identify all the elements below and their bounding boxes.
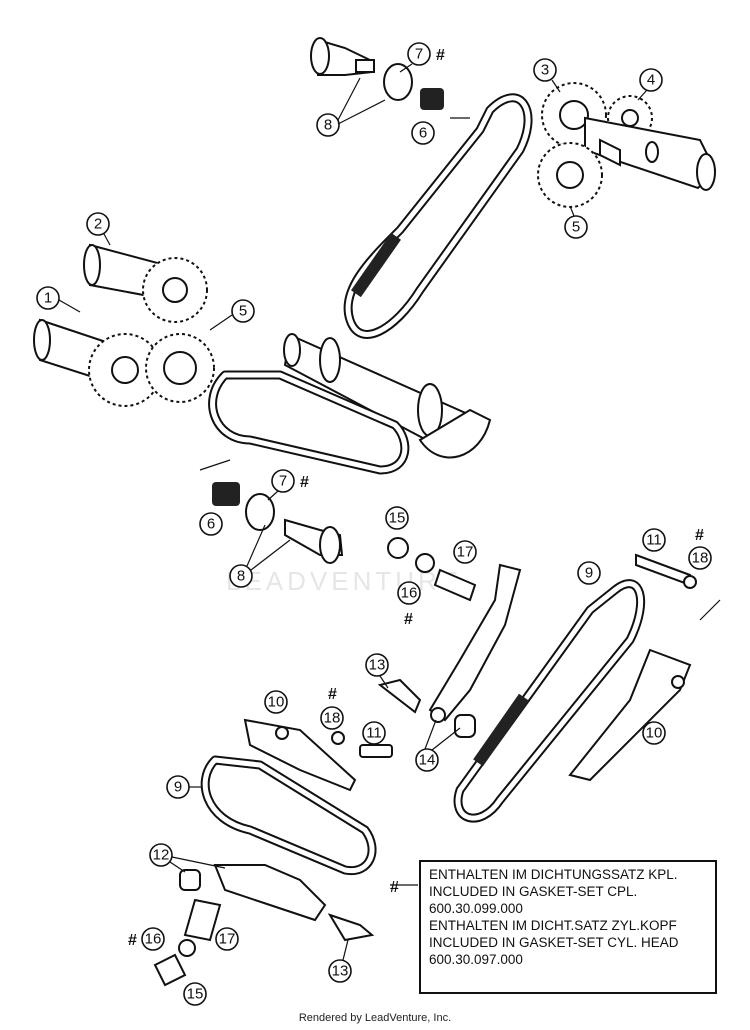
gasket-marker: # <box>436 47 445 64</box>
svg-text:2: 2 <box>94 216 102 233</box>
gasket-marker: # <box>390 879 399 896</box>
callout-17-lower: 17 <box>215 927 239 951</box>
callout-11-left: 11 <box>362 721 386 745</box>
middle-timing-chain <box>208 370 410 475</box>
gasket-marker: # <box>328 686 337 703</box>
svg-text:8: 8 <box>324 117 332 134</box>
legend-line: ENTHALTEN IM DICHTUNGSSATZ KPL. <box>429 867 678 882</box>
callout-6-lower: 6 <box>199 512 223 536</box>
svg-text:16: 16 <box>401 585 418 602</box>
svg-text:10: 10 <box>268 694 285 711</box>
svg-text:6: 6 <box>419 125 427 142</box>
callout-16-lower: 16 <box>141 927 165 951</box>
right-timing-chain <box>453 553 697 823</box>
callout-13-upper: 13 <box>365 653 389 677</box>
upper-timing-chain <box>343 93 533 339</box>
callout-8-upper: 8 <box>316 113 340 137</box>
svg-text:9: 9 <box>174 779 182 796</box>
callout-9-right: 9 <box>577 561 601 585</box>
svg-text:4: 4 <box>647 72 655 89</box>
svg-text:11: 11 <box>366 725 382 742</box>
callout-1: 1 <box>36 286 60 310</box>
callout-15-lower: 15 <box>183 982 207 1006</box>
svg-text:14: 14 <box>419 752 436 769</box>
gasket-marker: # <box>695 527 704 544</box>
callout-11-right: 11 <box>642 528 666 552</box>
upper-camshaft-assembly <box>537 82 717 208</box>
gasket-set-legend: ENTHALTEN IM DICHTUNGSSATZ KPL. INCLUDED… <box>419 860 717 994</box>
callout-5-upper: 5 <box>564 215 588 239</box>
callout-18-right: 18 <box>688 546 712 570</box>
tensioner-rail <box>377 563 522 738</box>
svg-text:7: 7 <box>279 473 287 490</box>
svg-text:9: 9 <box>585 565 593 582</box>
svg-text:12: 12 <box>153 847 170 864</box>
callout-17-upper: 17 <box>453 540 477 564</box>
svg-text:18: 18 <box>692 550 709 567</box>
callout-16-upper: 16 <box>397 581 421 605</box>
legend-line: INCLUDED IN GASKET-SET CPL. <box>429 884 638 899</box>
svg-text:5: 5 <box>239 303 247 320</box>
callout-7-lower: 7 <box>271 469 295 493</box>
callout-18-left: 18 <box>320 706 344 730</box>
svg-text:13: 13 <box>332 963 349 980</box>
lower-tensioner-rail <box>153 864 375 987</box>
svg-text:3: 3 <box>541 62 549 79</box>
callout-10-left: 10 <box>264 690 288 714</box>
callout-3: 3 <box>533 58 557 82</box>
lower-timing-chain <box>200 718 393 876</box>
svg-text:11: 11 <box>646 532 662 549</box>
callout-8-lower: 8 <box>229 564 253 588</box>
callout-7-upper: 7 <box>407 42 431 66</box>
svg-text:6: 6 <box>207 516 215 533</box>
gasket-marker: # <box>300 474 309 491</box>
crankshaft-assembly <box>283 333 492 459</box>
svg-text:18: 18 <box>324 710 341 727</box>
svg-text:1: 1 <box>44 290 52 307</box>
svg-text:7: 7 <box>415 46 423 63</box>
lower-bolt-assembly <box>212 482 344 564</box>
svg-text:16: 16 <box>145 931 162 948</box>
callout-13-lower: 13 <box>328 959 352 983</box>
middle-tensioner-parts <box>387 537 477 602</box>
callout-15-upper: 15 <box>385 506 409 530</box>
callout-4: 4 <box>639 68 663 92</box>
svg-text:13: 13 <box>369 657 386 674</box>
left-camshaft-assembly <box>33 243 215 407</box>
callout-6-upper: 6 <box>411 121 435 145</box>
legend-line: INCLUDED IN GASKET-SET CYL. HEAD <box>429 935 679 950</box>
svg-text:17: 17 <box>219 931 236 948</box>
callout-5-left: 5 <box>231 299 255 323</box>
callout-12: 12 <box>149 843 173 867</box>
gasket-marker: # <box>404 611 413 628</box>
callout-10-right: 10 <box>642 721 666 745</box>
credit-text: Rendered by LeadVenture, Inc. <box>298 1012 452 1024</box>
legend-line: 600.30.097.000 <box>429 952 523 967</box>
upper-bolt-assembly <box>310 37 444 110</box>
legend-line: 600.30.099.000 <box>429 901 523 916</box>
legend-line: ENTHALTEN IM DICHT.SATZ ZYL.KOPF <box>429 918 677 933</box>
svg-text:8: 8 <box>237 568 245 585</box>
svg-text:10: 10 <box>646 725 663 742</box>
callout-9-left: 9 <box>166 775 190 799</box>
gasket-marker: # <box>128 932 137 949</box>
callout-14: 14 <box>415 748 439 772</box>
callout-2: 2 <box>86 212 110 236</box>
svg-text:5: 5 <box>572 219 580 236</box>
svg-text:15: 15 <box>389 510 406 527</box>
callouts: 1 2 3 4 5 5 6 6 7 # <box>36 42 712 1006</box>
svg-text:17: 17 <box>457 544 474 561</box>
svg-text:15: 15 <box>187 986 204 1003</box>
